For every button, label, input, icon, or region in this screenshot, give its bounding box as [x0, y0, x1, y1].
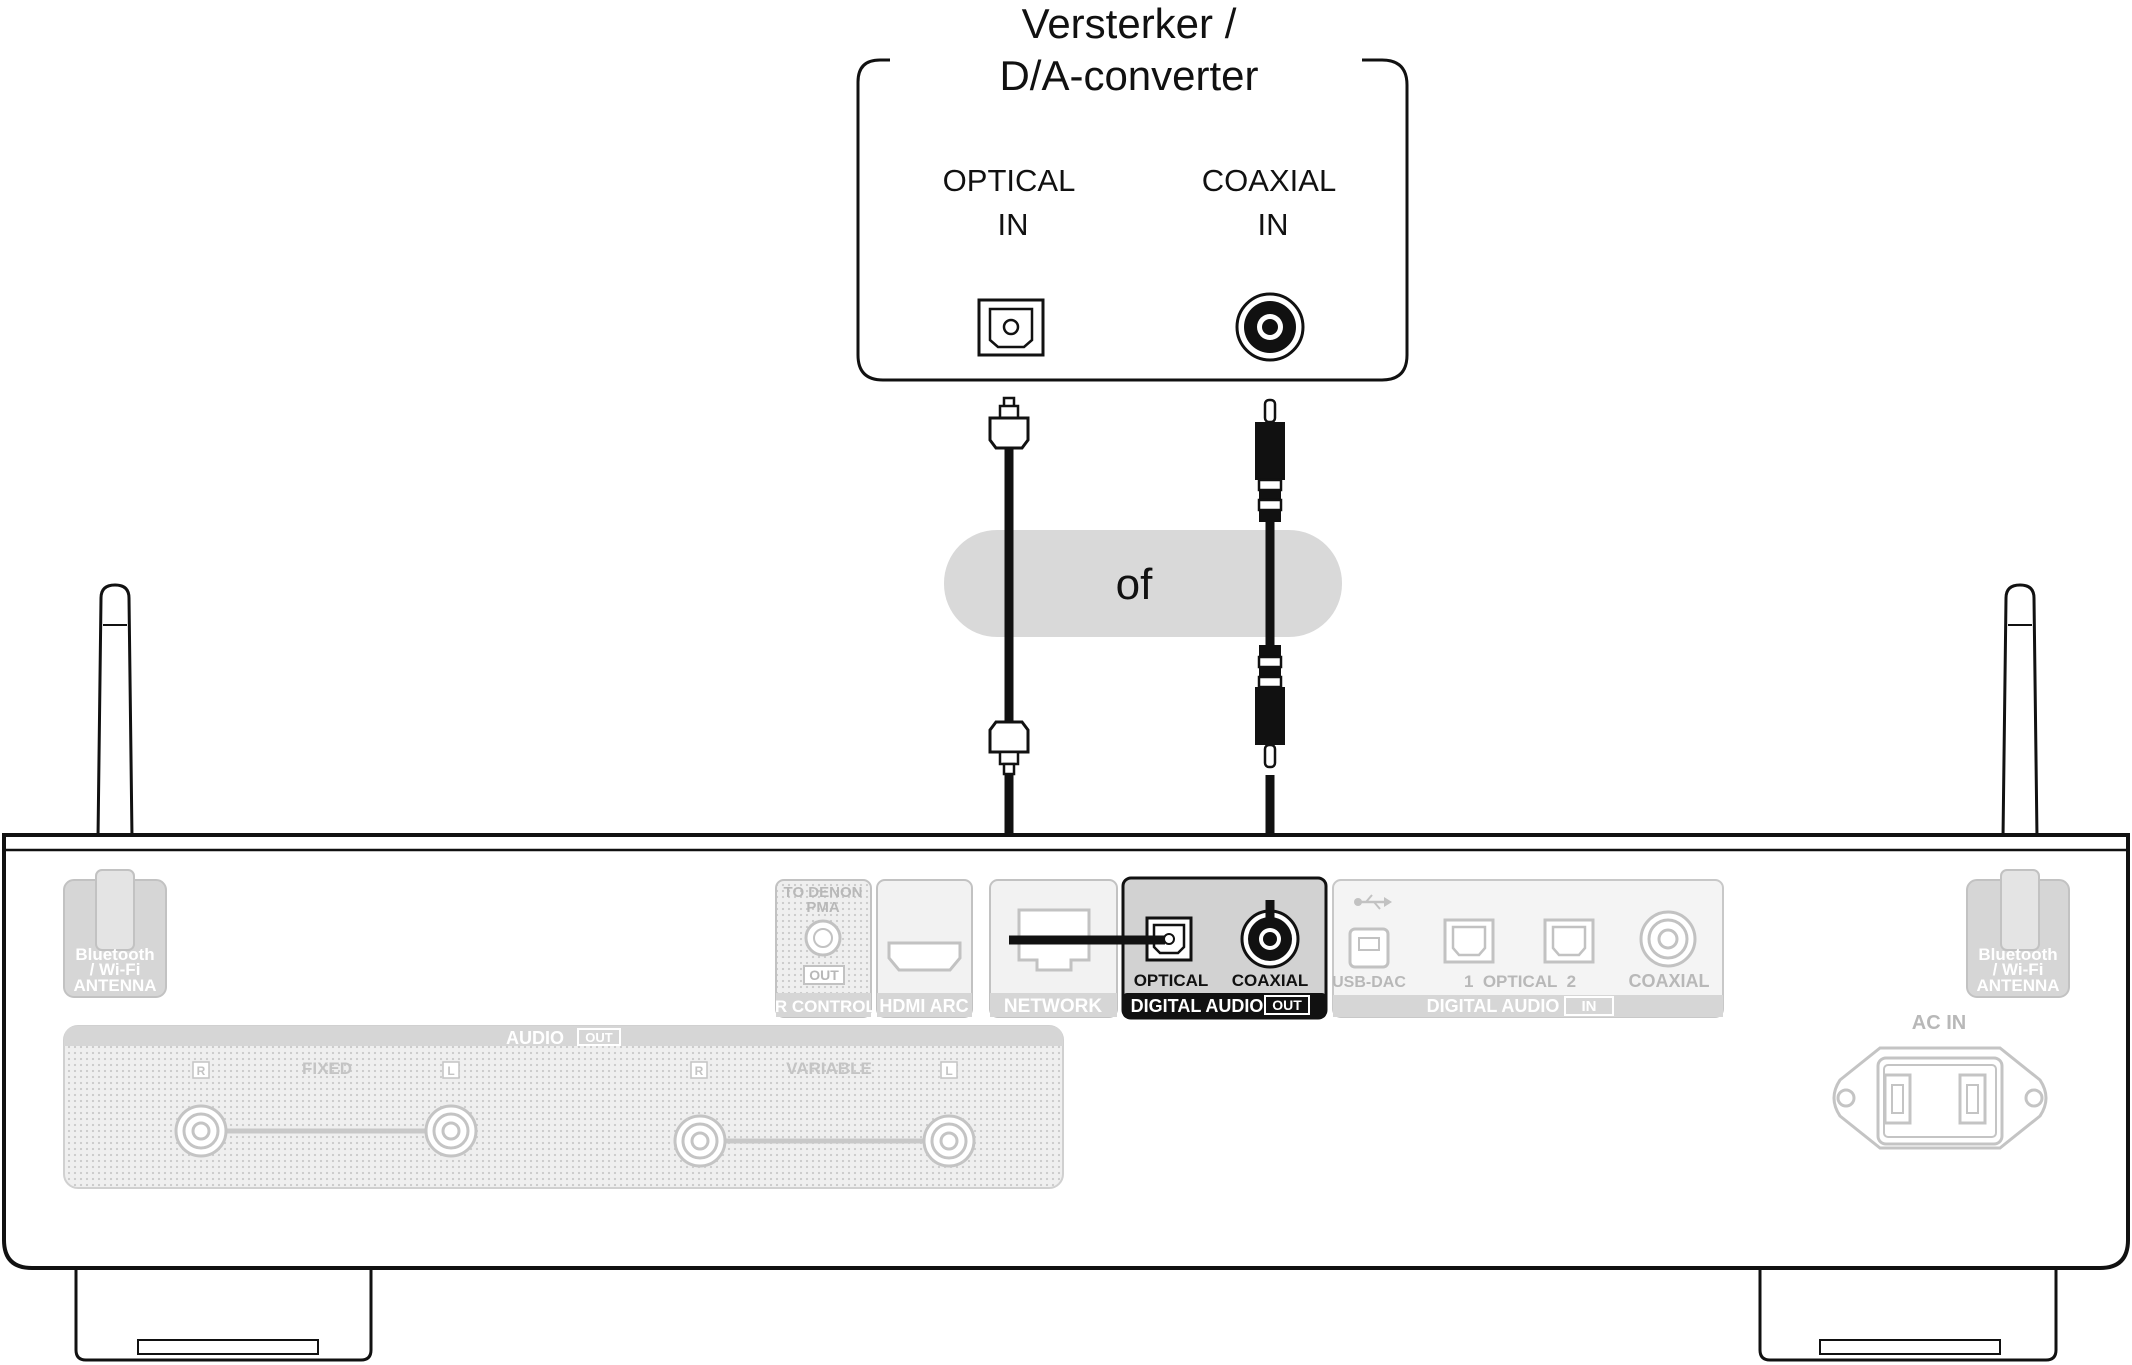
antenna-right-label-2: / Wi-Fi: [1993, 960, 2044, 979]
variable-l-tag: L: [945, 1064, 952, 1078]
antenna-icon: [96, 583, 134, 840]
amplifier-title-line1: Versterker /: [1022, 0, 1237, 47]
antenna-icon: [2001, 583, 2039, 840]
audio-out-tag: OUT: [585, 1030, 613, 1045]
usb-dac-label: USB-DAC: [1332, 974, 1406, 991]
amplifier-box: Versterker / D/A-converter OPTICAL IN CO…: [856, 0, 1409, 382]
variable-r-tag: R: [695, 1064, 704, 1078]
antenna-left-label-1: Bluetooth: [75, 945, 154, 964]
digital-in-coaxial-label: COAXIAL: [1629, 971, 1710, 991]
optical-in-label-1: OPTICAL: [943, 163, 1076, 198]
antenna-base-right: Bluetooth / Wi-Fi ANTENNA: [1966, 869, 2070, 998]
hdmi-arc-label: HDMI ARC: [879, 996, 968, 1016]
amplifier-title-line2: D/A-converter: [999, 52, 1258, 99]
hdmi-arc-block: HDMI ARC: [876, 879, 973, 1018]
or-label: of: [1116, 560, 1153, 609]
digital-out-optical-label: OPTICAL: [1134, 971, 1209, 990]
ac-in-block: AC IN: [1832, 1012, 2048, 1150]
ir-control-block: TO DENON PMA OUT IR CONTROL: [770, 879, 876, 1018]
fixed-r-tag: R: [197, 1064, 206, 1078]
fixed-l-tag: L: [447, 1064, 454, 1078]
ac-in-label: AC IN: [1912, 1012, 1966, 1034]
audio-out-label: AUDIO: [506, 1028, 564, 1048]
optical-plug-icon: [988, 720, 1030, 776]
rca-jack-variable-l: [922, 1114, 976, 1168]
fixed-label: FIXED: [302, 1059, 352, 1078]
optical-jack-icon: [977, 298, 1045, 357]
antenna-right-label-3: ANTENNA: [1976, 976, 2059, 995]
rca-plug-icon: [1255, 398, 1285, 522]
digital-audio-out-block: OPTICAL COAXIAL DIGITAL AUDIO OUT: [1121, 876, 1328, 1020]
antenna-left-label-3: ANTENNA: [73, 976, 156, 995]
usb-icon: [1354, 894, 1392, 910]
digital-audio-in-tag: IN: [1582, 998, 1597, 1015]
antenna-base-left: Bluetooth / Wi-Fi ANTENNA: [63, 869, 167, 998]
digital-audio-out-label: DIGITAL AUDIO: [1131, 996, 1264, 1016]
variable-label: VARIABLE: [786, 1059, 872, 1078]
digital-audio-in-label: DIGITAL AUDIO: [1427, 996, 1560, 1016]
coaxial-in-label-1: COAXIAL: [1202, 163, 1336, 198]
antenna-left: [96, 583, 134, 840]
rca-jack-variable-r: [673, 1114, 727, 1168]
network-label: NETWORK: [1004, 996, 1102, 1017]
digital-audio-in-block: USB-DAC 1 OPTICAL 2 COAXIAL DIGITAL AUDI…: [1332, 879, 1724, 1018]
antenna-left-label-2: / Wi-Fi: [90, 960, 141, 979]
or-bubble: [944, 530, 1342, 637]
rca-jack-fixed-r: [174, 1104, 228, 1158]
digital-in-optical-label: 1 OPTICAL 2: [1464, 972, 1576, 991]
optical-in-label-2: IN: [998, 207, 1029, 242]
hdmi-port-icon: [887, 941, 962, 972]
digital-out-coaxial-label: COAXIAL: [1232, 971, 1309, 990]
ir-control-label: IR CONTROL: [770, 997, 876, 1016]
antenna-right-label-1: Bluetooth: [1978, 945, 2057, 964]
digital-audio-out-tag: OUT: [1272, 997, 1302, 1013]
rca-jack-fixed-l: [424, 1104, 478, 1158]
ir-control-top-2: PMA: [806, 899, 840, 916]
antenna-right: [2001, 583, 2039, 840]
coaxial-jack-icon: [1235, 292, 1305, 362]
foot-right: [1758, 1268, 2058, 1362]
optical-plug-icon: [988, 396, 1030, 450]
ir-control-top-1: TO DENON: [784, 884, 863, 901]
rca-plug-icon: [1255, 645, 1285, 769]
ir-control-out-tag: OUT: [809, 967, 839, 983]
audio-out-block: AUDIO OUT FIXED VARIABLE R L R L: [63, 1025, 1064, 1189]
coaxial-in-label-2: IN: [1258, 207, 1289, 242]
coaxial-out-jack-icon: [1240, 909, 1300, 969]
foot-left: [74, 1268, 373, 1362]
network-block: NETWORK: [989, 879, 1118, 1018]
